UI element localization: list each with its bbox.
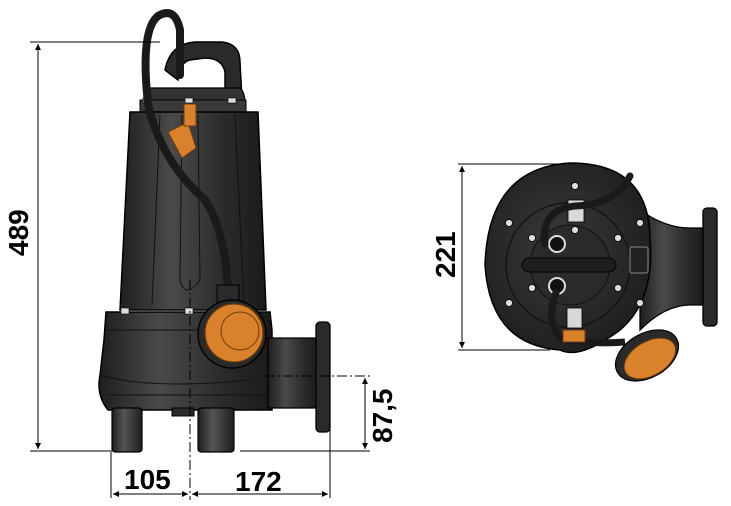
dim-label-outlet-height: 87,5 <box>367 389 398 444</box>
motor-housing <box>119 111 267 311</box>
cable-clamp <box>167 121 197 159</box>
dimension-total-height: 489 <box>3 41 160 452</box>
outlet-pipe <box>267 337 319 409</box>
top-cable-clamp <box>562 329 586 343</box>
leg-left <box>111 407 143 453</box>
dim-label-base-left: 105 <box>124 464 171 495</box>
dim-label-top-height: 221 <box>430 231 461 278</box>
dim-label-outlet-offset: 172 <box>235 466 282 497</box>
power-cable <box>141 9 184 108</box>
leg-right <box>197 407 235 453</box>
top-float-switch <box>614 329 680 382</box>
dimension-base: 105 172 <box>110 410 331 498</box>
dim-label-total-height: 489 <box>3 209 34 256</box>
side-view <box>98 9 331 500</box>
outlet-flange <box>315 321 331 433</box>
top-view <box>484 162 718 382</box>
top-outlet-flange <box>702 207 718 327</box>
dimension-top-height: 221 <box>430 163 565 351</box>
dimension-outlet-height: 87,5 <box>240 375 398 452</box>
